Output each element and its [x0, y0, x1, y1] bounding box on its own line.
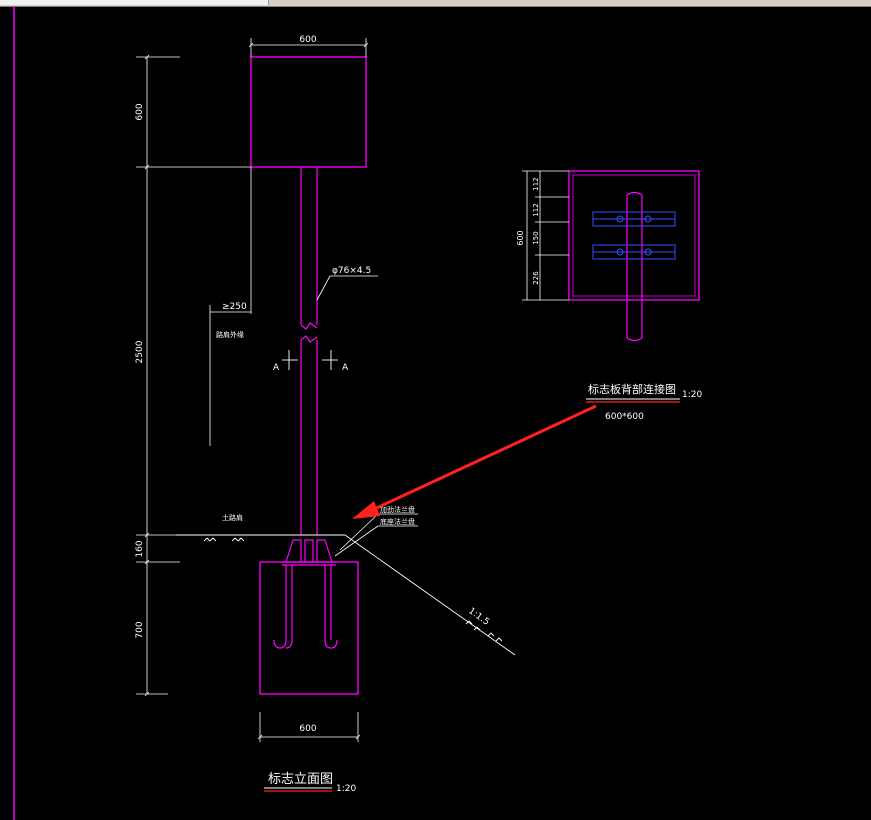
detail-title: 标志板背部连接图	[588, 382, 676, 396]
detail-pole	[626, 191, 643, 342]
offset-label: ≥250	[222, 302, 247, 312]
pole-spec-leader	[316, 275, 378, 301]
detail-dim-1: 112	[532, 177, 540, 190]
section-mark-left: A	[273, 363, 280, 373]
detail-dim-total: 600	[516, 230, 525, 245]
section-mark-right: A	[342, 363, 349, 373]
detail-subtitle: 600*600	[605, 412, 644, 422]
edge-note: 路肩外缘	[216, 330, 244, 339]
main-scale: 1:20	[336, 784, 356, 794]
bottom-width-dimension	[257, 712, 361, 742]
red-annotation-arrow	[352, 404, 597, 519]
concrete-foundation	[259, 561, 359, 695]
section-marks	[282, 350, 338, 370]
top-width-dimension	[248, 38, 369, 57]
left-dimension-chain	[136, 54, 251, 697]
drawing-tab[interactable]	[0, 0, 269, 5]
sign-pole	[300, 167, 318, 535]
dim-foundation: 700	[135, 621, 145, 638]
detail-scale: 1:20	[682, 390, 702, 400]
pole-spec-label: φ76×4.5	[332, 266, 371, 276]
base-flange	[282, 539, 336, 566]
sign-panel	[250, 56, 367, 168]
main-title: 标志立面图	[268, 772, 333, 787]
flange-leaders	[334, 513, 418, 557]
bottom-width-label: 600	[299, 724, 316, 734]
dim-base-top: 160	[135, 540, 145, 557]
window-top-bar	[0, 0, 871, 7]
flange-label-1: 加劲法兰盘	[380, 505, 415, 514]
slope-label: 1:1.5	[466, 606, 491, 627]
detail-clamps	[592, 211, 676, 260]
detail-inner-frame	[572, 174, 696, 297]
anchor-bolts	[273, 565, 338, 649]
flange-label-2: 底座法兰盘	[380, 517, 415, 526]
top-width-label: 600	[299, 35, 316, 45]
detail-outer-frame	[568, 170, 700, 301]
ground-label: 土路肩	[222, 513, 243, 522]
offset-dimension	[209, 167, 252, 446]
dim-panel-height: 600	[135, 103, 145, 120]
dim-pole-height: 2500	[135, 340, 145, 363]
detail-dim-4: 226	[532, 271, 540, 285]
ground-line	[176, 534, 516, 656]
detail-dimension-chain	[522, 170, 569, 301]
detail-dim-2: 112	[532, 203, 540, 216]
detail-dim-3: 150	[532, 231, 540, 244]
